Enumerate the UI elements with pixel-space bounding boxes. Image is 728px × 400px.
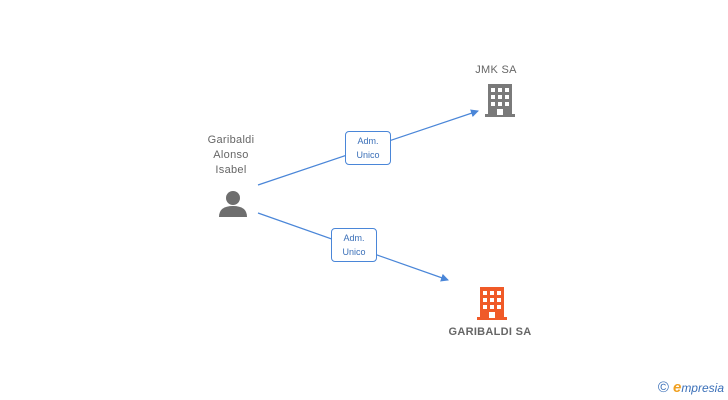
brand-initial: e bbox=[672, 379, 682, 396]
person-name-line: Alonso bbox=[213, 149, 249, 161]
person-name-label[interactable]: Garibaldi Alonso Isabel bbox=[196, 133, 266, 178]
company-label-jmk[interactable]: JMK SA bbox=[475, 64, 517, 76]
building-icon-garibaldi[interactable] bbox=[477, 287, 507, 320]
person-name-line: Garibaldi bbox=[207, 134, 255, 146]
person-name-line: Isabel bbox=[215, 164, 247, 176]
edge-role-line: Unico bbox=[356, 150, 380, 160]
edge-role-line: Adm. bbox=[343, 233, 365, 243]
brand-logo: empresia bbox=[673, 379, 724, 396]
company-label-garibaldi[interactable]: GARIBALDI SA bbox=[448, 326, 532, 338]
copyright-icon: © bbox=[657, 379, 669, 396]
empresia-watermark: © empresia bbox=[658, 379, 724, 396]
person-icon[interactable] bbox=[219, 191, 247, 217]
brand-name: mpresia bbox=[681, 381, 724, 395]
edge-role-label: Adm. Unico bbox=[345, 131, 391, 165]
edge-role-line: Unico bbox=[342, 247, 366, 257]
edge-role-label: Adm. Unico bbox=[331, 228, 377, 262]
building-icon-jmk[interactable] bbox=[485, 84, 515, 117]
edge-role-line: Adm. bbox=[357, 136, 379, 146]
